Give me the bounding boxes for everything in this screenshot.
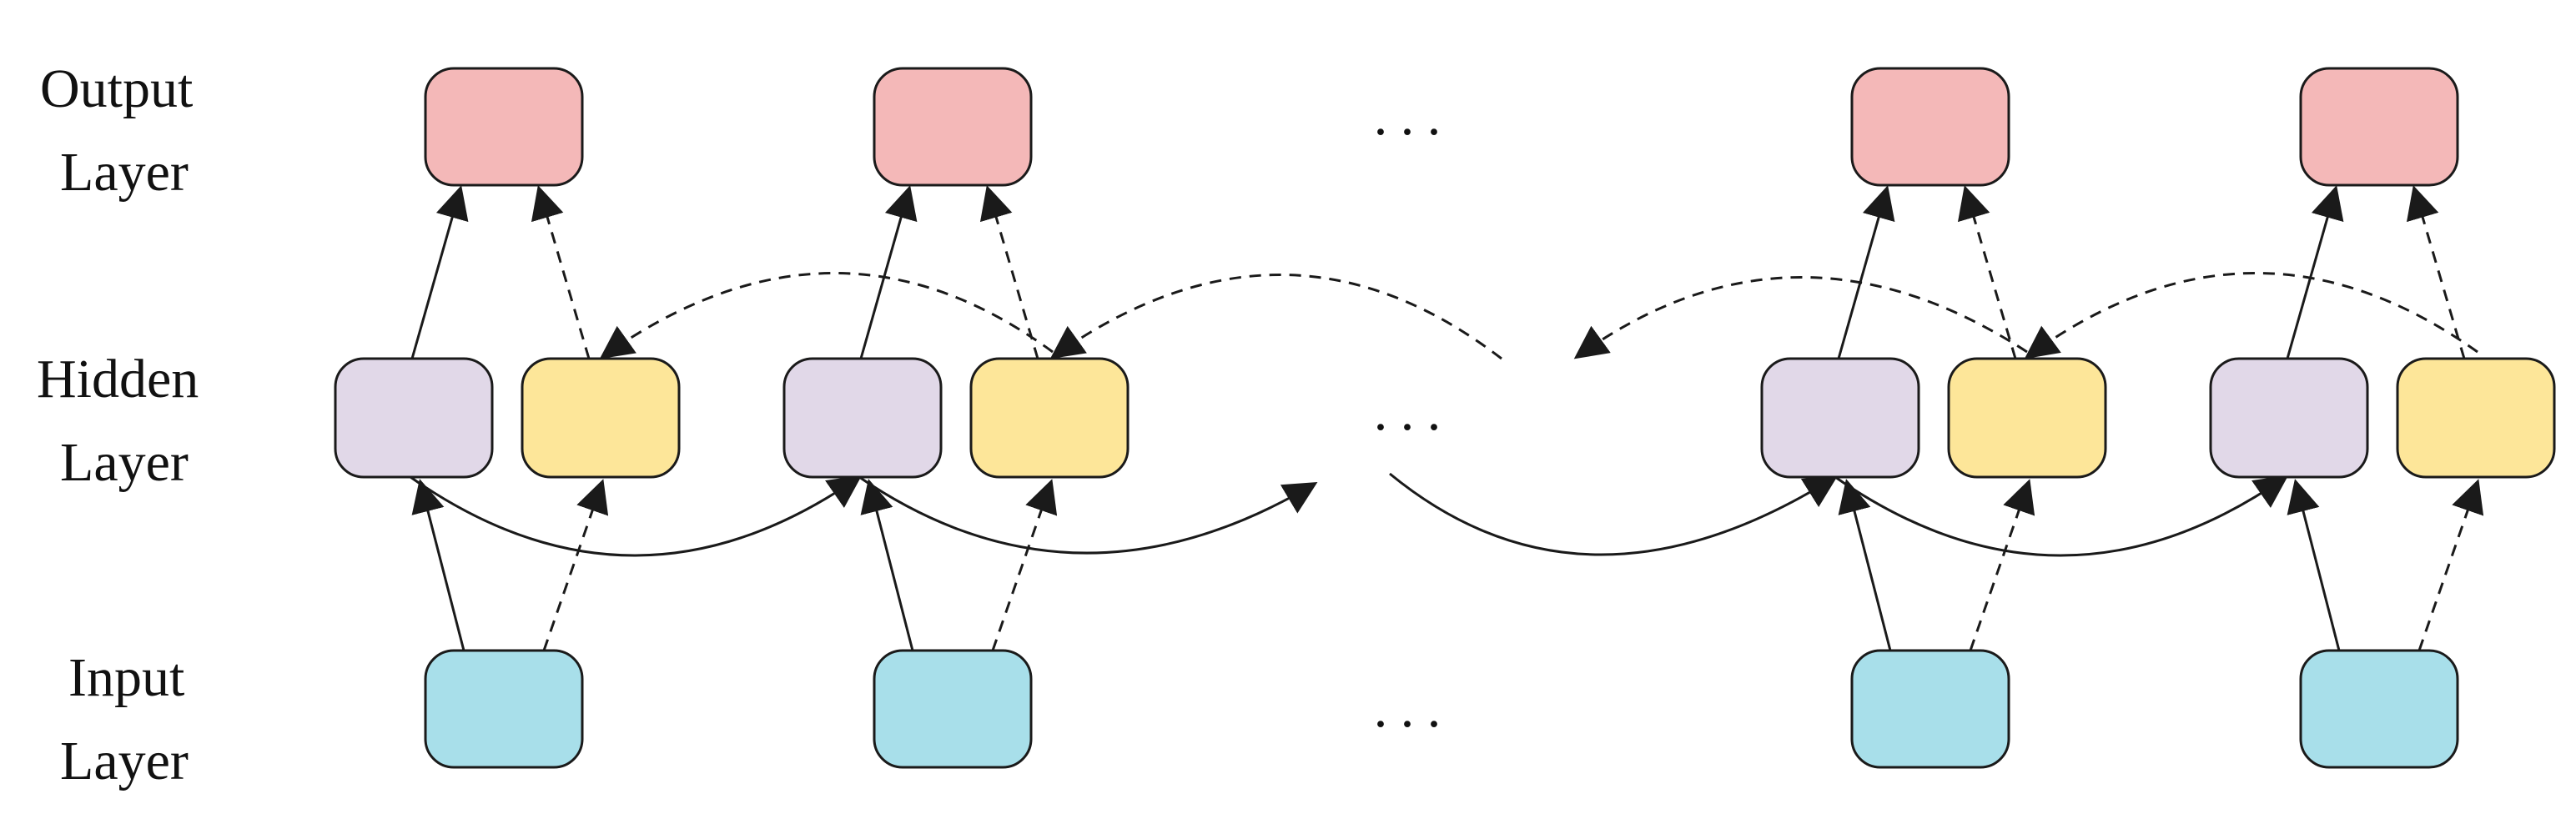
backward-to-output-edge	[979, 185, 1039, 359]
input-to-forward-edge	[2287, 479, 2341, 651]
hidden-forward-node	[334, 357, 494, 479]
forward-recurrence-t1-t2	[410, 475, 863, 557]
time-step-1	[334, 67, 681, 769]
forward-to-output-edge	[859, 185, 918, 359]
input-to-forward-edge	[1838, 479, 1892, 651]
input-layer-label-line2: Layer	[60, 731, 189, 791]
input-to-forward-edge	[860, 479, 914, 651]
time-step-4	[2209, 67, 2556, 769]
forward-to-output-edge	[410, 185, 469, 359]
output-layer-label-line2: Layer	[60, 142, 189, 203]
hidden-backward-node	[2396, 357, 2556, 479]
output-layer-label-line1: Output	[40, 58, 193, 119]
input-node	[2299, 649, 2459, 769]
forward-recurrence-t3-t4	[1834, 475, 2289, 557]
backward-recurrence-t3-gap	[1573, 276, 2028, 359]
backward-recurrence-gap-t2	[1049, 274, 1502, 360]
input-to-forward-edge	[411, 479, 465, 651]
output-node	[424, 67, 584, 187]
input-to-backward-edge	[1969, 479, 2035, 651]
backward-to-output-edge	[531, 185, 591, 359]
time-step-2	[782, 67, 1130, 769]
hidden-forward-node	[2209, 357, 2369, 479]
layer-labels: Output Layer Hidden Layer Input Layer	[37, 58, 199, 791]
hidden-ellipsis: ···	[1371, 397, 1452, 458]
time-step-3	[1760, 67, 2107, 769]
forward-to-output-edge	[2286, 185, 2344, 359]
input-to-backward-edge	[991, 479, 1058, 651]
backward-recurrent-edges	[599, 272, 2478, 360]
output-node	[873, 67, 1033, 187]
input-to-backward-edge	[2418, 479, 2484, 651]
hidden-backward-node	[1947, 357, 2107, 479]
forward-recurrent-edges	[410, 472, 2289, 557]
sequence-ellipses: ··· ··· ···	[1371, 102, 1452, 755]
input-layer-label-line1: Input	[68, 647, 184, 708]
output-node	[2299, 67, 2459, 187]
hidden-backward-node	[521, 357, 681, 479]
backward-to-output-edge	[1957, 185, 2017, 359]
input-node	[424, 649, 584, 769]
forward-recurrence-gap-t3	[1389, 472, 1839, 556]
output-node	[1850, 67, 2010, 187]
input-ellipsis: ···	[1371, 694, 1452, 755]
backward-recurrence-t2-t1	[599, 272, 1054, 359]
hidden-layer-label-line1: Hidden	[37, 349, 199, 409]
backward-to-output-edge	[2406, 185, 2466, 359]
hidden-layer-label-line2: Layer	[60, 432, 189, 493]
backward-recurrence-t4-t3	[2024, 272, 2478, 359]
hidden-forward-node	[1760, 357, 1920, 479]
forward-to-output-edge	[1837, 185, 1895, 359]
input-to-backward-edge	[542, 479, 609, 651]
input-node	[1850, 649, 2010, 769]
hidden-backward-node	[969, 357, 1130, 479]
output-ellipsis: ···	[1371, 102, 1452, 163]
forward-recurrence-t2-gap	[858, 475, 1318, 555]
hidden-forward-node	[782, 357, 943, 479]
input-node	[873, 649, 1033, 769]
